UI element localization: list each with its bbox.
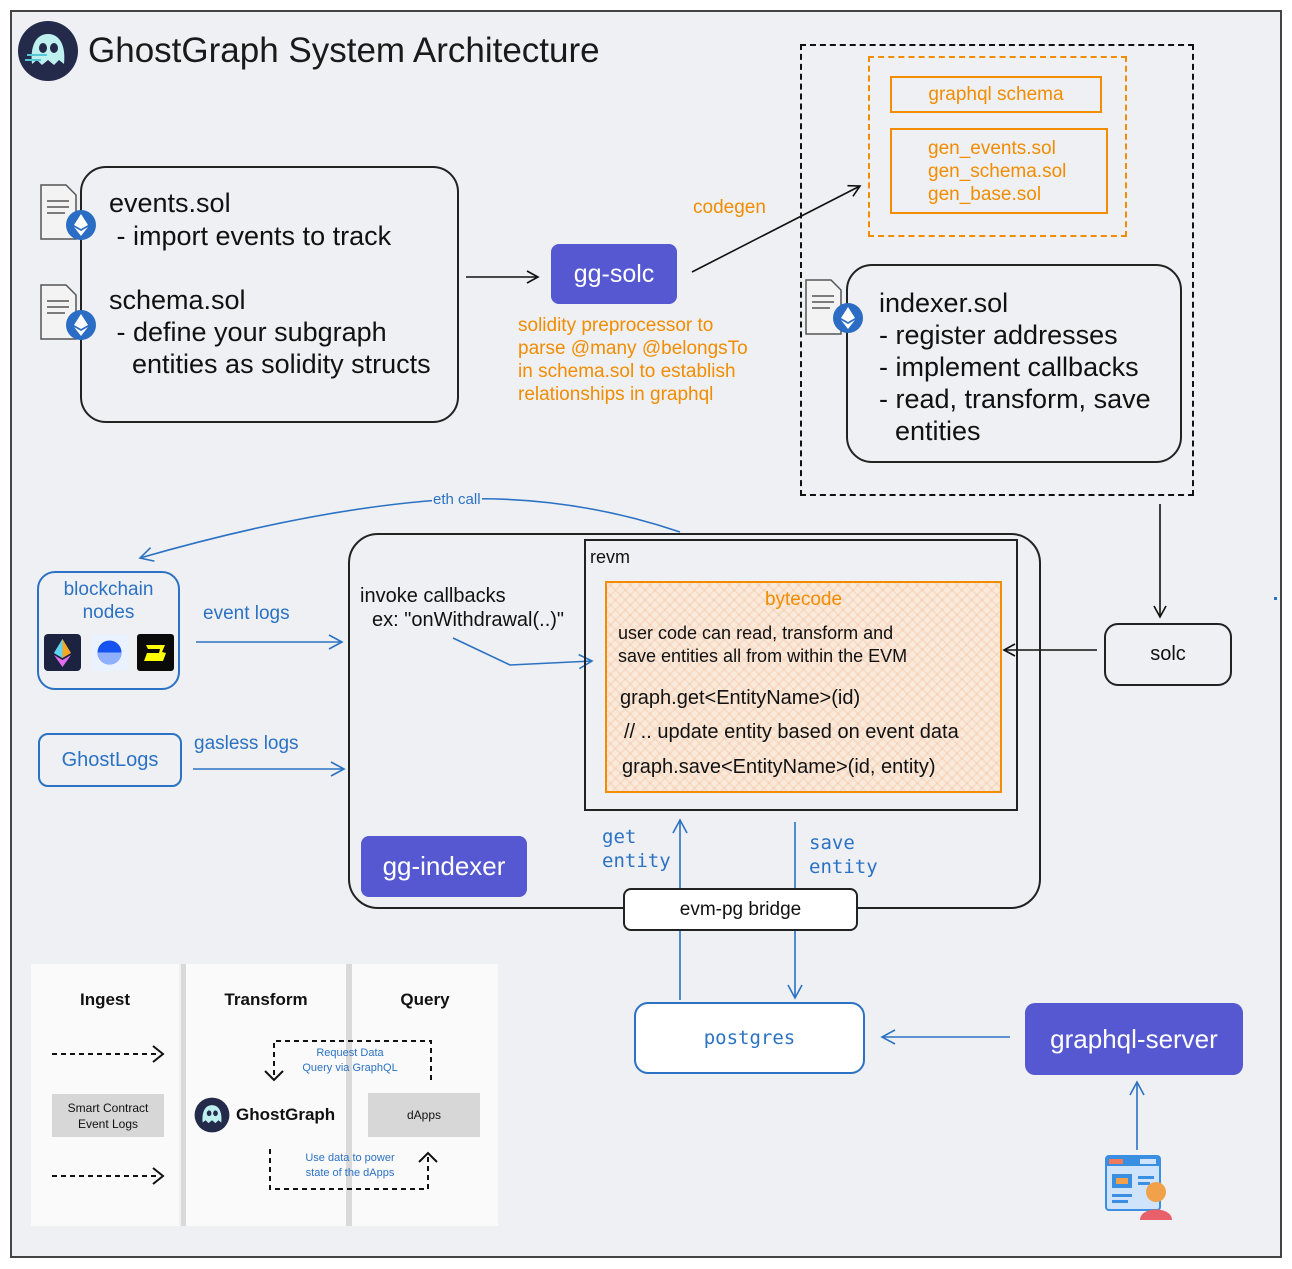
codegen-label: codegen bbox=[693, 197, 766, 218]
indexer-file-icon bbox=[803, 278, 865, 338]
indexer-item-2: - implement callbacks bbox=[879, 352, 1139, 382]
generated-files-dashed-box bbox=[868, 56, 1127, 237]
gg-solc-node: gg-solc bbox=[551, 244, 677, 304]
indexer-item-3: - read, transform, save bbox=[879, 384, 1151, 414]
blockchain-nodes-box bbox=[37, 571, 180, 690]
gg-solc-desc-2: parse @many @belongsTo bbox=[518, 338, 748, 359]
arrow-codegen bbox=[691, 184, 862, 273]
code-line-update: // .. update entity based on event data bbox=[624, 721, 959, 743]
legend-ghostgraph-logo-icon bbox=[194, 1097, 230, 1133]
events-file-name: events.sol bbox=[109, 188, 231, 218]
gen-schema-file: gen_schema.sol bbox=[928, 161, 1067, 182]
legend-smart-contract-line-1: Smart Contract bbox=[67, 1100, 149, 1115]
ghostlogs-box: GhostLogs bbox=[38, 733, 182, 787]
source-files-box bbox=[80, 166, 459, 423]
user-dashboard-icon bbox=[1104, 1154, 1174, 1222]
page-title: GhostGraph System Architecture bbox=[88, 31, 600, 70]
gasless-logs-label: gasless logs bbox=[194, 733, 299, 754]
ethereum-icon bbox=[44, 634, 81, 671]
invoke-callbacks-example: ex: "onWithdrawal(..)" bbox=[372, 609, 565, 631]
stray-dot bbox=[1274, 597, 1277, 600]
gen-base-file: gen_base.sol bbox=[928, 184, 1042, 205]
indexer-item-4: entities bbox=[895, 416, 981, 446]
legend-use-data-line-2: state of the dApps bbox=[305, 1167, 395, 1179]
legend-smart-contract-line-2: Event Logs bbox=[77, 1116, 139, 1131]
revm-label: revm bbox=[590, 547, 630, 567]
save-entity-label-2: entity bbox=[809, 856, 878, 878]
legend-query-header: Query bbox=[400, 990, 450, 1009]
legend-smart-contract-box: Smart Contract Event Logs bbox=[52, 1094, 164, 1137]
generated-sol-box: gen_events.sol gen_schema.sol gen_base.s… bbox=[890, 128, 1108, 214]
legend-ghostgraph-label: GhostGraph bbox=[236, 1105, 336, 1124]
save-entity-label-1: save bbox=[809, 832, 855, 854]
invoke-callbacks-label: invoke callbacks bbox=[360, 585, 506, 607]
indexer-item-1: - register addresses bbox=[879, 320, 1118, 350]
graphql-server-node: graphql-server bbox=[1025, 1003, 1243, 1075]
blast-icon bbox=[137, 634, 174, 671]
legend-use-data-line-1: Use data to power bbox=[305, 1152, 395, 1164]
legend-dapps-box: dApps bbox=[368, 1093, 480, 1137]
solc-node: solc bbox=[1104, 623, 1232, 686]
user-code-dashed-box bbox=[800, 44, 1194, 496]
gg-solc-desc-4: relationships in graphql bbox=[518, 384, 714, 405]
bytecode-desc-1: user code can read, transform and bbox=[618, 623, 894, 643]
legend-dapps-label: dApps bbox=[406, 1108, 442, 1122]
legend-ingest-header: Ingest bbox=[79, 990, 131, 1009]
blockchain-nodes-label-1: blockchain bbox=[63, 579, 154, 600]
schema-file-desc-1: - define your subgraph bbox=[109, 317, 387, 347]
graphql-schema-box: graphql schema bbox=[890, 76, 1102, 113]
ghostgraph-logo-icon bbox=[17, 20, 79, 82]
schema-file-icon bbox=[38, 283, 96, 343]
legend-divider-1 bbox=[181, 964, 186, 1226]
legend-transform-column bbox=[186, 964, 346, 1226]
legend-divider-2 bbox=[346, 964, 352, 1226]
gg-solc-desc-3: in schema.sol to establish bbox=[518, 361, 736, 382]
get-entity-label-1: get bbox=[602, 826, 637, 848]
code-line-get: graph.get<EntityName>(id) bbox=[620, 687, 861, 709]
bytecode-label: bytecode bbox=[764, 589, 843, 610]
code-line-save: graph.save<EntityName>(id, entity) bbox=[622, 756, 936, 778]
gg-indexer-node: gg-indexer bbox=[361, 836, 527, 897]
bytecode-desc-2: save entities all from within the EVM bbox=[618, 646, 908, 666]
schema-file-desc-2: entities as solidity structs bbox=[132, 349, 431, 379]
revm-box bbox=[584, 539, 1018, 811]
events-file-icon bbox=[38, 183, 96, 243]
gg-solc-desc-1: solidity preprocessor to bbox=[518, 315, 714, 336]
gen-events-file: gen_events.sol bbox=[928, 138, 1056, 159]
legend-transform-header: Transform bbox=[224, 990, 308, 1009]
graphql-schema-label: graphql schema bbox=[928, 84, 1064, 105]
ghostlogs-label: GhostLogs bbox=[61, 748, 159, 771]
legend-request-line-1: Request Data bbox=[316, 1047, 384, 1059]
postgres-node: postgres bbox=[634, 1002, 865, 1074]
get-entity-label-2: entity bbox=[602, 850, 671, 872]
indexer-file-name: indexer.sol bbox=[879, 288, 1009, 318]
events-file-desc: - import events to track bbox=[109, 221, 392, 251]
schema-file-name: schema.sol bbox=[109, 285, 246, 315]
indexer-box bbox=[846, 264, 1182, 463]
bytecode-box bbox=[605, 581, 1002, 793]
event-logs-label: event logs bbox=[203, 603, 290, 624]
legend-request-line-2: Query via GraphQL bbox=[302, 1062, 398, 1074]
arrow-invoke bbox=[452, 637, 594, 670]
base-chain-icon bbox=[91, 634, 128, 671]
eth-call-label: eth call bbox=[432, 491, 482, 508]
blockchain-nodes-label-2: nodes bbox=[82, 602, 135, 623]
evm-pg-bridge-node: evm-pg bridge bbox=[623, 888, 858, 931]
